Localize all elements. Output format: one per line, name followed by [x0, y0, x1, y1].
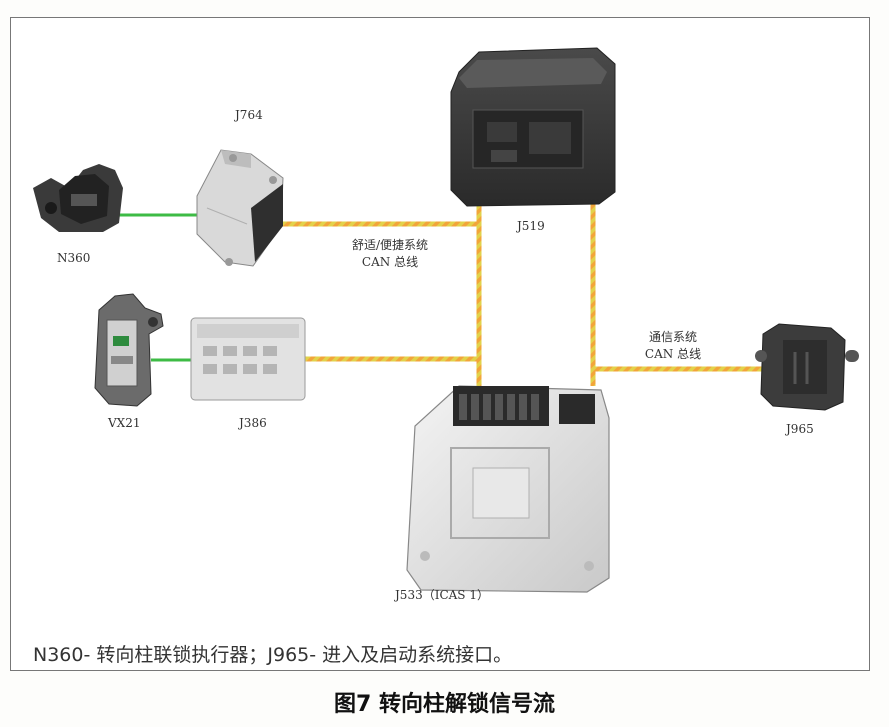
comm-can-bus	[590, 200, 763, 386]
label-vx21: VX21	[108, 416, 141, 430]
figure-frame: N360 J764 J519 VX21 J386 J965 J533（ICAS …	[10, 17, 870, 671]
label-n360: N360	[57, 251, 91, 265]
figure-caption: 图7 转向柱解锁信号流	[334, 692, 555, 717]
label-j965: J965	[786, 422, 814, 436]
j965-module	[755, 323, 859, 411]
comm-bus-label: 通信系统 CAN 总线	[633, 329, 713, 363]
comfort-bus-label: 舒适/便捷系统 CAN 总线	[335, 237, 445, 271]
comm-bus-label-line1: 通信系统	[648, 330, 697, 344]
label-j764: J764	[235, 108, 263, 122]
comfort-bus-label-line2: CAN 总线	[361, 255, 419, 269]
label-j519: J519	[517, 219, 545, 233]
j533-gateway	[406, 385, 610, 593]
j386-module	[190, 317, 306, 401]
j519-module	[450, 47, 616, 207]
vx21-unit	[94, 293, 164, 407]
label-j533: J533（ICAS 1）	[395, 588, 489, 602]
comfort-can-bus	[273, 200, 482, 386]
n360-actuator	[33, 164, 123, 232]
comfort-bus-label-line1: 舒适/便捷系统	[351, 238, 429, 252]
signal-flow-diagram	[33, 47, 859, 593]
comm-bus-label-line2: CAN 总线	[644, 347, 702, 361]
legend-text: N360- 转向柱联锁执行器；J965- 进入及启动系统接口。	[33, 644, 513, 666]
label-j386: J386	[239, 416, 267, 430]
j764-module	[196, 149, 284, 267]
